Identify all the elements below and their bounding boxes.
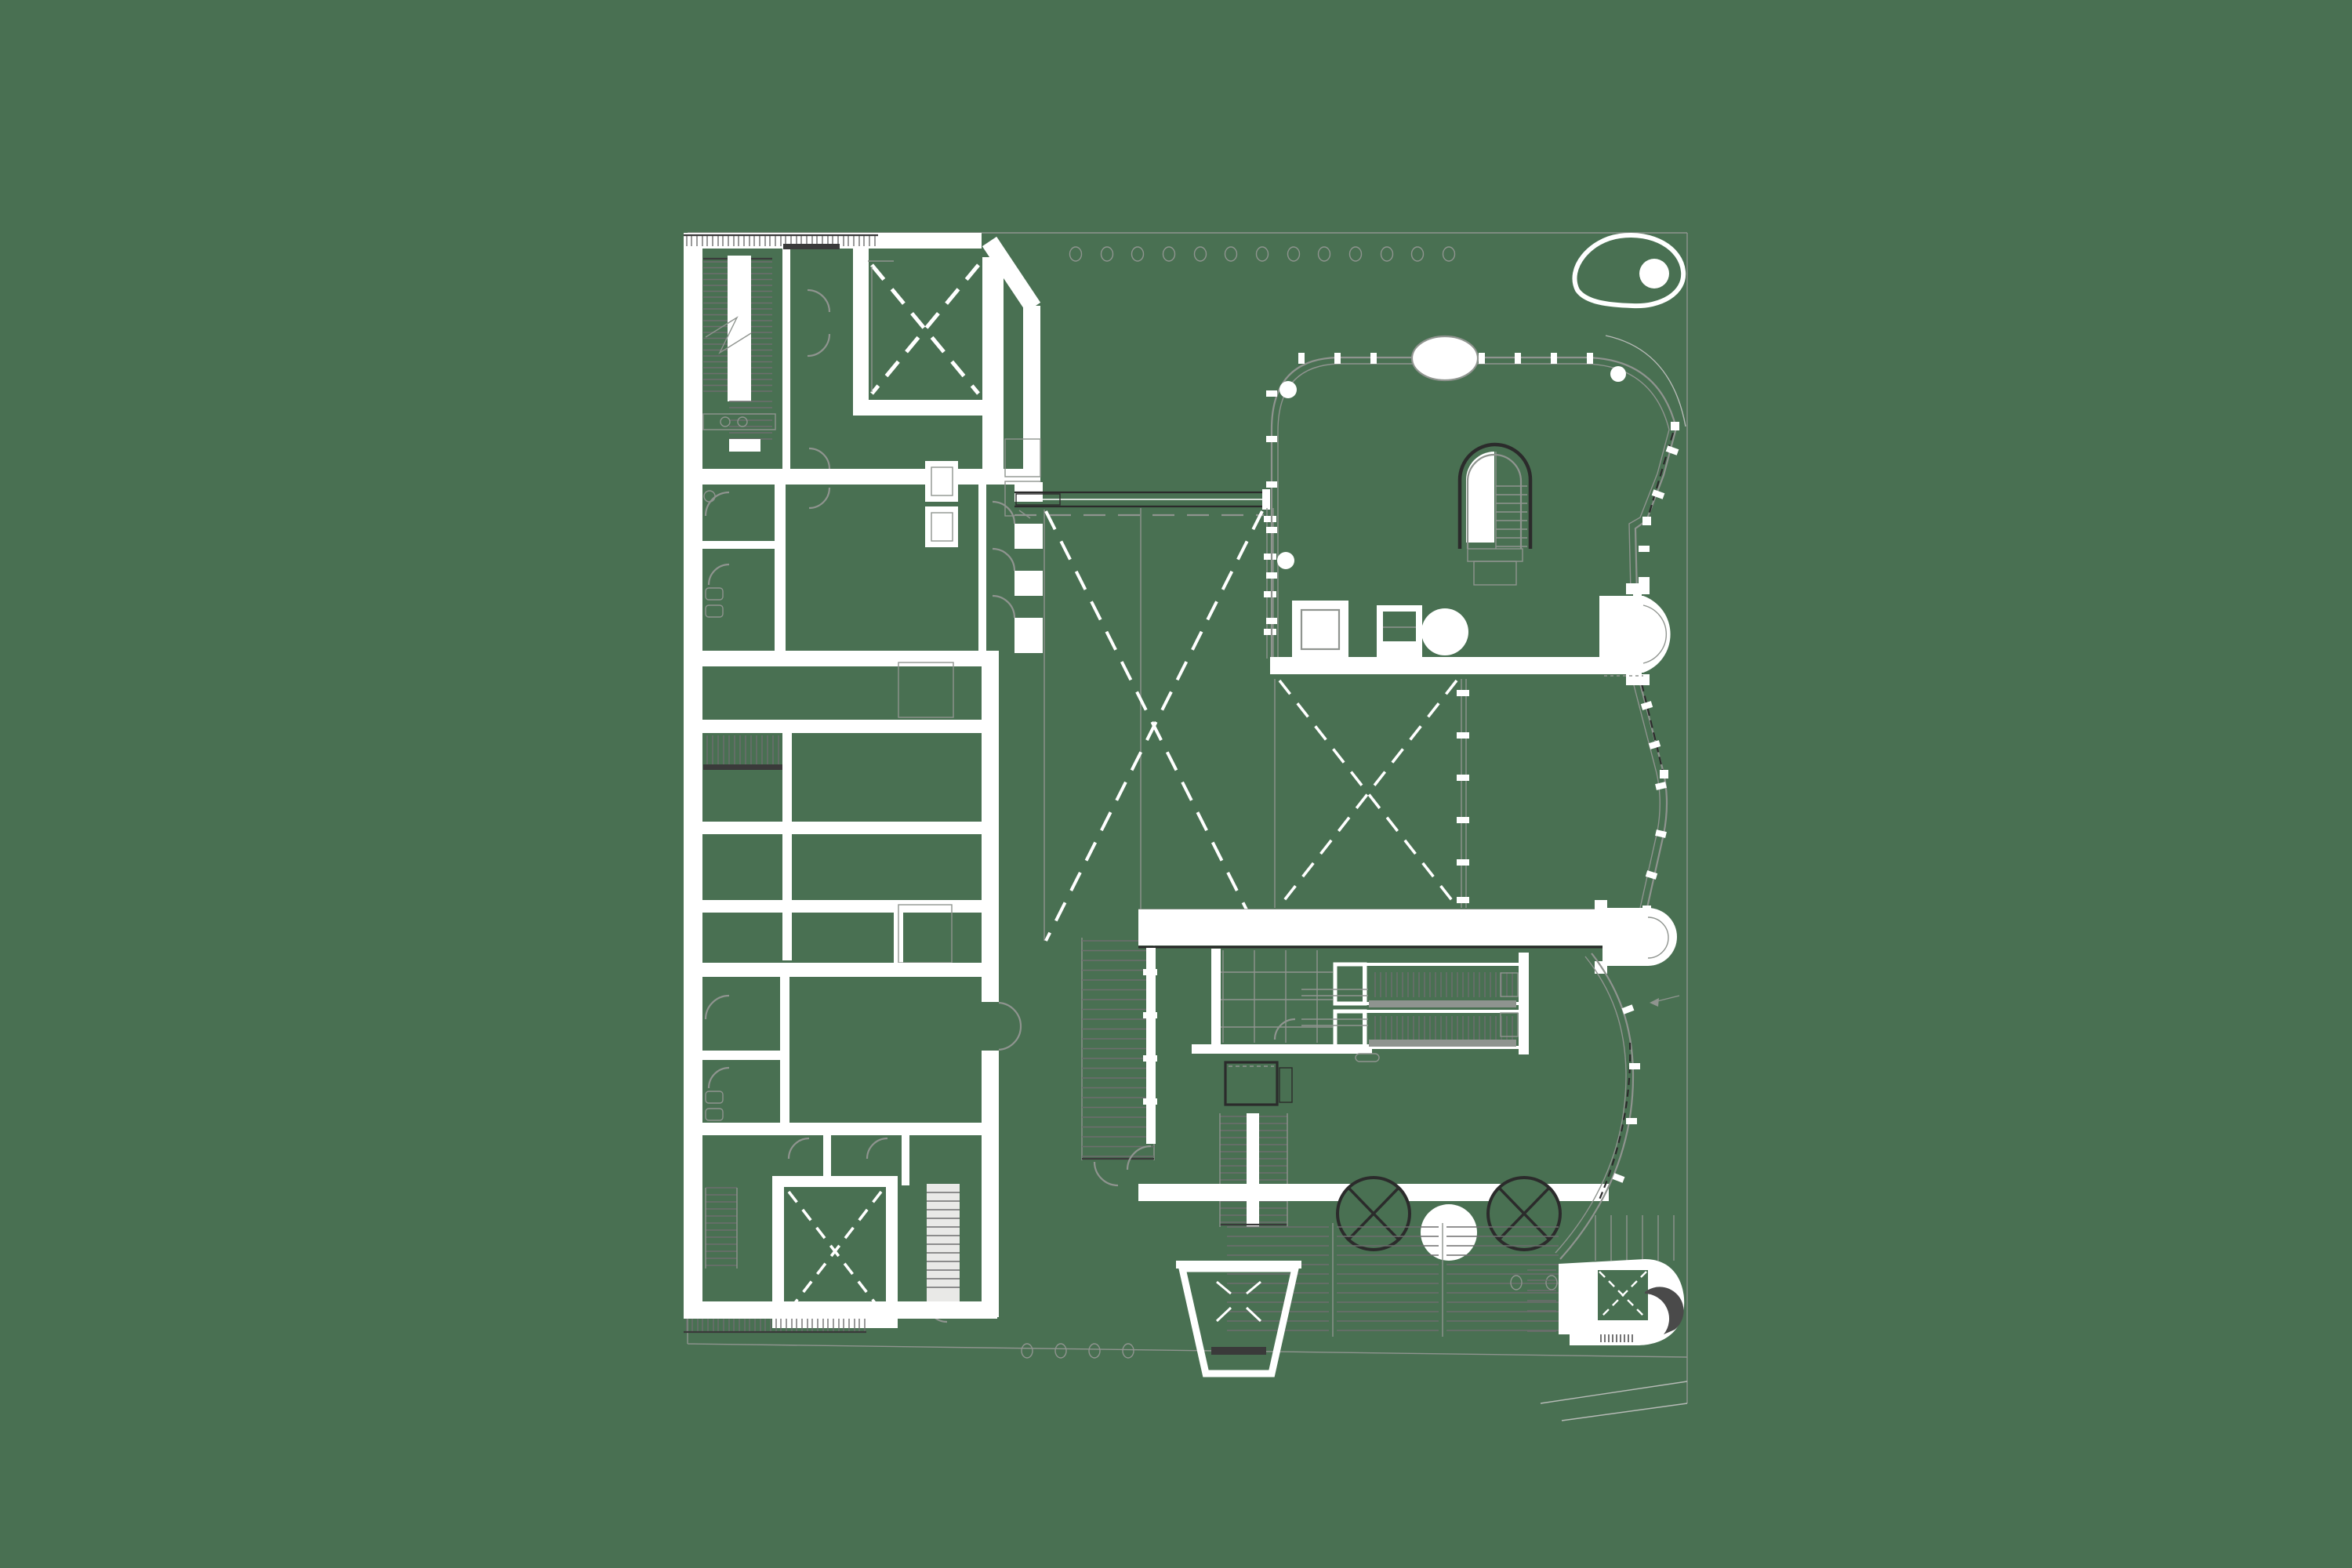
link-bridge bbox=[1014, 489, 1270, 519]
pond-island bbox=[1572, 233, 1686, 309]
bench bbox=[1355, 1053, 1380, 1062]
escalators bbox=[1301, 953, 1529, 1054]
hall-counter bbox=[1270, 601, 1635, 674]
hall-column-dot bbox=[1279, 381, 1297, 398]
corridor-doors-upper bbox=[807, 289, 831, 510]
left-wing bbox=[684, 233, 1043, 1334]
north-facade-hatch-band bbox=[684, 234, 878, 249]
grandstand-steps bbox=[1227, 1215, 1675, 1337]
atrium-double-door bbox=[982, 1001, 1022, 1051]
south-facade-hatch-band bbox=[684, 1319, 866, 1334]
freight-elevator bbox=[1224, 1061, 1293, 1106]
column-grid-dots-top bbox=[1069, 246, 1456, 262]
skylight-void-upper bbox=[853, 260, 1004, 416]
south-block bbox=[1021, 900, 1685, 1377]
spiral-stair bbox=[1457, 442, 1533, 586]
stair-main-upper bbox=[703, 256, 772, 452]
glass-hall bbox=[1266, 335, 1679, 914]
curved-glazing-southeast bbox=[1555, 953, 1640, 1260]
hall-column-ellipse bbox=[1412, 336, 1478, 380]
annotation-arrow bbox=[1650, 995, 1680, 1007]
south-slab-band bbox=[1138, 909, 1606, 946]
stair-lower-left bbox=[705, 1187, 738, 1269]
kitchen-counter bbox=[702, 413, 776, 430]
hall-void-x bbox=[1274, 679, 1469, 908]
stage-trapezoid bbox=[1176, 1261, 1301, 1377]
pond-circle bbox=[1639, 259, 1669, 289]
drum-column bbox=[1421, 1204, 1477, 1261]
stair-light bbox=[925, 1184, 960, 1323]
bay-window-lower bbox=[1595, 900, 1677, 974]
hall-column-dot bbox=[1277, 552, 1294, 569]
wc-cluster-upper bbox=[702, 482, 786, 659]
atrium-void-x bbox=[1044, 510, 1264, 942]
bay-window-upper bbox=[1599, 583, 1671, 685]
hall-column-dot bbox=[1610, 366, 1626, 382]
elevator-shafts bbox=[925, 438, 1041, 547]
entry-drum bbox=[1527, 1259, 1685, 1345]
chamfer-wall bbox=[982, 236, 1041, 313]
hall-drum-column bbox=[1421, 608, 1468, 655]
stair-transverse bbox=[703, 735, 786, 770]
cross-braced-columns bbox=[1336, 1176, 1562, 1261]
